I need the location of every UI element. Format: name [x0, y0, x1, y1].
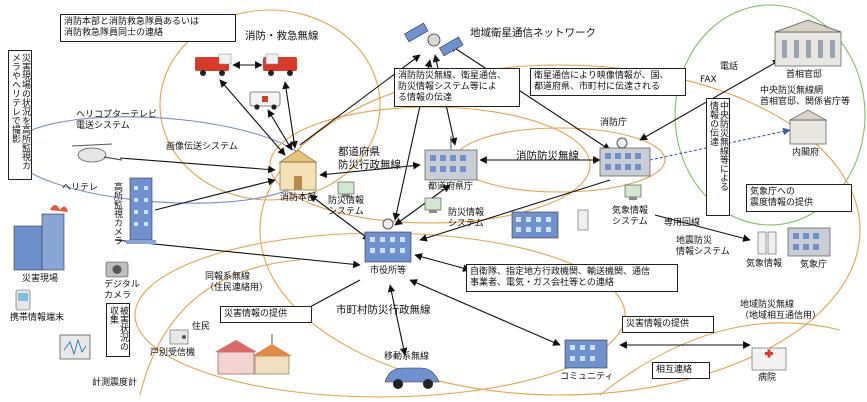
seismometer-icon [59, 334, 91, 360]
label-city-radio: 市町村防災行政無線 [336, 304, 431, 316]
label-satellite-network: 地域衛星通信ネットワーク [470, 27, 596, 39]
link-site-city [114, 239, 361, 269]
label-dedicated-line: 専用回線 [664, 218, 701, 228]
label-jma-system: 気象情報システム [612, 206, 649, 227]
link-city-agencies [414, 253, 471, 272]
fire-truck-1-icon [195, 53, 232, 76]
label-community: コミュニティ [560, 372, 614, 382]
high-tower-icon [126, 177, 156, 244]
label-heli-tv: ヘリコプターテレビ電送システム [76, 110, 158, 131]
label-fire-ems-radio: 消防・救急無線 [245, 30, 319, 42]
label-helitele: ヘリテレ [62, 183, 99, 193]
satellite-icon [404, 22, 464, 57]
link-hq-city [309, 194, 371, 241]
city-office-building-icon [364, 218, 412, 263]
ambulance-icon [249, 91, 281, 110]
label-digital-camera: デジタルカメラ [104, 280, 140, 301]
community-radio-arc [139, 259, 301, 396]
label-disaster-info-sys-fire: 防災情報システム [328, 196, 365, 217]
label-disaster-site: 災害現場 [22, 274, 59, 284]
label-mobile-radio: 移動系無線 [384, 352, 430, 362]
label-residents: 住民 [192, 322, 211, 332]
digital-camera-icon [105, 261, 129, 278]
link-city-community [409, 279, 561, 346]
link-heli-hq [119, 157, 276, 174]
box-jma-seismic: 気象庁への震度情報の提供 [746, 184, 852, 212]
label-community-radio: 同報系無線（住民連絡用） [205, 272, 269, 293]
jma-servers-icon [757, 231, 777, 255]
vbox-heli-filming: 災害現場の状況を高所監視カメラやヘリテレで撮影 [8, 50, 32, 180]
box-mutual-contact: 相互連絡 [652, 362, 710, 379]
link-truck2-hq [282, 81, 298, 149]
label-mobile-terminal: 携帯情報端末 [10, 313, 65, 323]
residents-houses-icon [215, 334, 292, 375]
label-jma: 気象庁 [800, 260, 828, 270]
disaster-site-icon [13, 205, 68, 271]
label-pref-office: 都道府県庁 [428, 182, 474, 192]
pref-annex-building-icon [511, 211, 559, 239]
label-fire-disaster-radio: 消防防災無線 [516, 150, 579, 162]
jma-building-icon [787, 227, 831, 257]
label-pref-radio: 都道府県防災行政無線 [338, 146, 401, 171]
link-cam-hq [154, 177, 276, 211]
jma-system-pc-icon [624, 184, 642, 200]
label-disaster-info-sys-pref: 防災情報システム [448, 208, 485, 229]
heli-tv-area [9, 116, 311, 204]
pref-pc-icon [424, 197, 442, 213]
pref-server-icon [577, 209, 589, 231]
pref-office-building-icon [424, 136, 478, 181]
box-fire-radio-info: 消防防災無線、衛星通信、防災情報システム等による情報の伝達 [394, 68, 520, 107]
fire-ems-radio-area [159, 9, 381, 201]
link-fdma-city [419, 179, 611, 242]
fire-hq-building-icon [278, 149, 318, 191]
label-phone: 電話 [720, 62, 739, 72]
household-receiver-icon [169, 329, 189, 345]
box-disaster-info-community: 災害情報の提供 [622, 316, 714, 333]
label-fax: FAX [700, 75, 717, 85]
box-satellite-video: 衛星通信により映像情報が、国、都道府県、市町村に伝達される [530, 68, 686, 96]
patrol-car-icon [384, 367, 440, 389]
hospital-building-icon [751, 347, 787, 371]
label-fire-hq: 消防本部 [280, 193, 317, 203]
fire-truck-2-icon [263, 53, 297, 76]
link-city-car [387, 284, 408, 356]
label-hospital: 病院 [758, 373, 777, 383]
box-agencies-contact: 自衛隊、指定地方行政機関、輸送機関、通信事業者、電気・ガス会社等との連絡 [466, 264, 678, 292]
pm-office-building-icon [774, 19, 842, 67]
regional-radio-arc [599, 322, 841, 396]
label-fdma: 消防庁 [600, 118, 628, 128]
box-fire-hq-contact: 消防本部と消防救急隊員あるいは消防救急隊員同士の連絡 [60, 14, 236, 42]
link-jma-sys-jma [654, 214, 751, 242]
label-cabinet-office: 内閣府 [792, 148, 820, 158]
label-seismometer: 計測震度計 [92, 378, 138, 388]
fdma-building-icon [599, 137, 651, 177]
label-central-radio: 中央防災無線網首相官邸、関係省庁等 [760, 86, 851, 107]
label-video-system: 画像伝送システム [166, 142, 238, 152]
cabinet-office-building-icon [788, 109, 828, 145]
label-household-receiver: 戸別受信機 [150, 348, 196, 358]
label-city-office: 市役所等 [370, 266, 407, 276]
link-ambulance-hq [267, 109, 293, 151]
helicopter-icon [71, 143, 123, 163]
label-regional-radio: 地域防災無線（地域相互通信用） [740, 300, 822, 321]
label-high-camera: 高所監視カメラ [112, 182, 122, 245]
link-sat-fdma [449, 44, 611, 151]
mobile-terminal-icon [15, 289, 31, 311]
fire-hq-pc-icon [337, 181, 355, 197]
label-jma-info: 気象情報 [746, 259, 783, 269]
label-seismic-sys: 地震防災情報システム [676, 236, 730, 257]
vbox-central-info: 中央防災無線等による情報の伝達 [706, 98, 730, 216]
vbox-collect-status: 被害状況の収集 [106, 303, 130, 357]
community-building-icon [564, 339, 608, 369]
label-pm-office: 首相官邸 [786, 70, 823, 80]
box-disaster-info-residents: 災害情報の提供 [220, 306, 312, 323]
